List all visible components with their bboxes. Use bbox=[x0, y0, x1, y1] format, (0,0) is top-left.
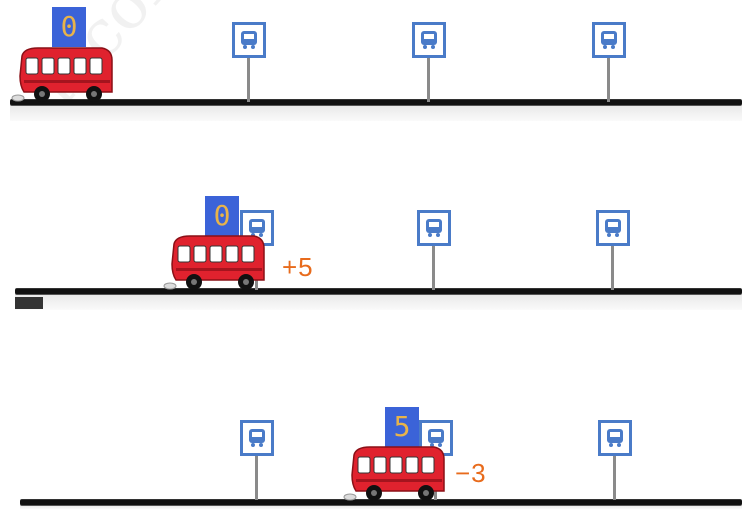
bus-stop-sign-icon bbox=[232, 22, 266, 58]
scene-1: 0 bbox=[0, 0, 745, 125]
passenger-counter: 5 bbox=[385, 407, 419, 447]
bus-stop-sign-icon bbox=[417, 210, 451, 246]
pole bbox=[427, 58, 430, 102]
road-shadow bbox=[20, 505, 742, 509]
bus-stop-sign-icon bbox=[412, 22, 446, 58]
pole bbox=[613, 456, 616, 500]
pole bbox=[255, 456, 258, 500]
road bbox=[10, 100, 742, 105]
bus-icon bbox=[346, 445, 446, 505]
road-shadow bbox=[15, 294, 742, 310]
bus-stop-sign-icon bbox=[598, 420, 632, 456]
pole bbox=[247, 58, 250, 102]
scene-2: 0 +5 bbox=[0, 190, 745, 310]
pole bbox=[432, 246, 435, 290]
pole bbox=[611, 246, 614, 290]
passenger-counter: 0 bbox=[52, 7, 86, 47]
bus-icon bbox=[14, 46, 114, 106]
scene-3: 5 −3 bbox=[0, 400, 745, 509]
road bbox=[15, 289, 742, 294]
road-shadow bbox=[10, 105, 742, 121]
passenger-change: +5 bbox=[282, 252, 314, 283]
bus-stop-sign-icon bbox=[592, 22, 626, 58]
passenger-counter: 0 bbox=[205, 196, 239, 236]
bus-icon bbox=[166, 234, 266, 294]
bus-stop-sign-icon bbox=[240, 420, 274, 456]
passenger-change: −3 bbox=[455, 458, 487, 489]
corner-mark bbox=[15, 297, 43, 309]
bus-stop-sign-icon bbox=[596, 210, 630, 246]
pole bbox=[607, 58, 610, 102]
